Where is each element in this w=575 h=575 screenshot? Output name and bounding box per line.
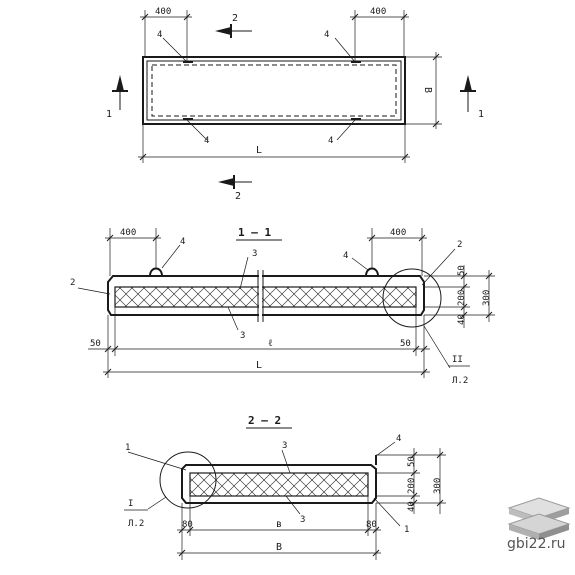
section2-callout-3-bottom: 3: [300, 515, 305, 525]
section2-callout-3-top: 3: [282, 441, 287, 451]
section1-dim-400-left: 400: [120, 228, 136, 238]
section1-insulation: [114, 286, 417, 308]
section1-callout-4-left: 4: [180, 237, 185, 247]
section2-dim-v-40: 40: [407, 501, 417, 512]
section1-callout-4-right: 4: [343, 251, 348, 261]
section2-detail-ref: I: [128, 499, 133, 509]
plan-outline: [142, 56, 406, 125]
plan-section-2-top: 2: [232, 13, 238, 24]
plan-dim-left: 400: [155, 7, 171, 17]
section1-dim-50-right: 50: [400, 339, 411, 349]
section1-detail-sheet: Л.2: [452, 376, 468, 386]
section1-detail-circle: [382, 268, 442, 328]
plan-section-2-bottom: 2: [235, 191, 241, 202]
section1-dim-l: ℓ: [268, 338, 273, 349]
section-1-1: 1 — 1 400 400 4 4 3 3: [70, 226, 495, 386]
section-2-2: 2 — 2 I Л.2 1 1 3 3 4: [124, 414, 446, 560]
plan-callout-4d: 4: [328, 136, 333, 146]
section2-dim-v-200: 200: [407, 478, 417, 494]
plan-dim-L: L: [256, 145, 262, 156]
section1-detail-ref: II: [452, 355, 463, 365]
section1-dim-v-300: 300: [482, 290, 492, 306]
plan-callout-4c: 4: [204, 136, 209, 146]
section1-callout-2-left: 2: [70, 278, 75, 288]
section1-dim-50-left: 50: [90, 339, 101, 349]
section2-dim-v-300: 300: [433, 478, 443, 494]
section2-insulation: [189, 472, 369, 497]
section1-dim-400-right: 400: [390, 228, 406, 238]
section2-callout-1-right: 1: [404, 525, 409, 535]
section2-callout-1-left: 1: [125, 443, 130, 453]
section1-callout-2-right: 2: [457, 240, 462, 250]
plan-view: 400 400 4 4 4 4 2 2 1: [106, 7, 484, 202]
plan-dim-B: B: [422, 87, 433, 93]
section2-detail-circle: [159, 451, 217, 509]
section2-dim-b: в: [276, 519, 282, 530]
section1-dim-L: L: [256, 360, 262, 371]
section2-detail-sheet: Л.2: [128, 519, 144, 529]
section1-callout-3-top: 3: [252, 249, 257, 259]
section2-slab-outline: [181, 464, 377, 504]
plan-dim-right: 400: [370, 7, 386, 17]
site-watermark: gbi22.ru: [507, 536, 566, 552]
section2-dim-B: В: [276, 542, 282, 553]
section1-dim-v-50: 50: [457, 265, 467, 276]
section1-slab-outline: [107, 275, 425, 316]
section1-callout-3-bottom: 3: [240, 331, 245, 341]
section2-callout-4: 4: [396, 434, 401, 444]
plan-section-1-left: 1: [106, 109, 112, 120]
plan-callout-4a: 4: [157, 30, 162, 40]
section-1-title: 1 — 1: [238, 226, 271, 239]
section2-dim-80-left: 80: [182, 520, 193, 530]
section2-dim-80-right: 80: [366, 520, 377, 530]
section2-dim-v-50: 50: [407, 456, 417, 467]
plan-section-1-right: 1: [478, 109, 484, 120]
section1-dim-v-200: 200: [457, 290, 467, 306]
site-logo-icon: [507, 497, 571, 540]
plan-callout-4b: 4: [324, 30, 329, 40]
section1-dim-v-40: 40: [457, 314, 467, 325]
plan-inner-outline: [146, 60, 402, 121]
section-2-title: 2 — 2: [248, 414, 281, 427]
plan-reinforcement-dashed: [151, 64, 397, 117]
